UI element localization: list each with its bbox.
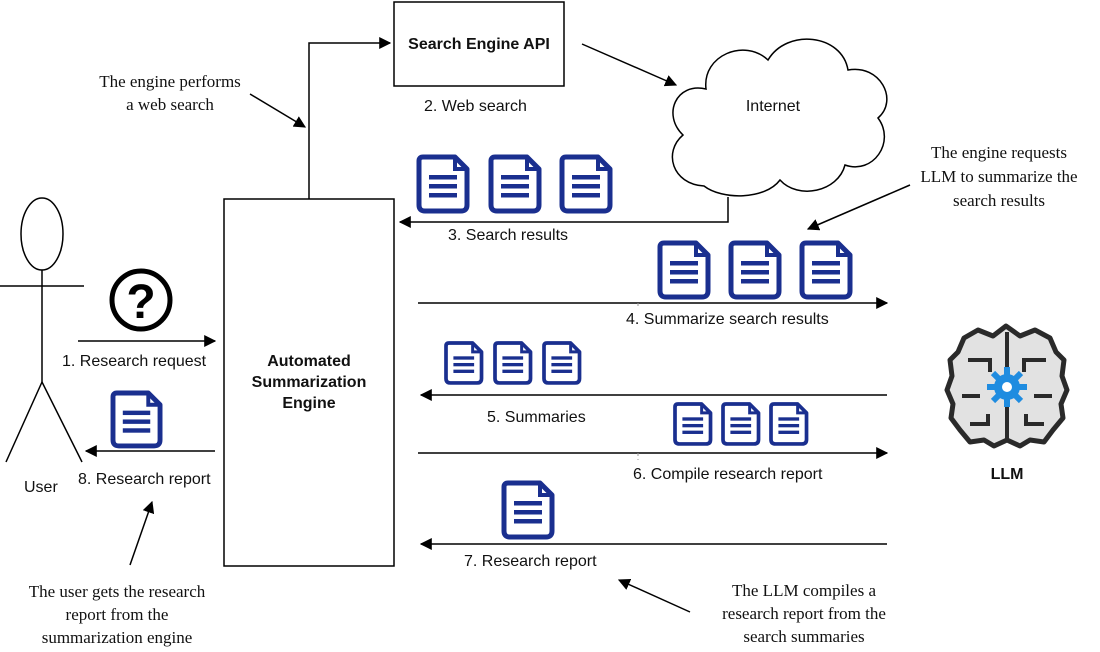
note-llm-request: The engine requests LLM to summarize the… — [920, 143, 1077, 210]
document-icon — [562, 157, 610, 211]
document-icon — [660, 243, 708, 297]
svg-text:Automated: Automated — [267, 353, 351, 370]
note-user-gets: The user gets the research report from t… — [29, 582, 206, 647]
summarization-engine-box — [223, 198, 395, 567]
llm-label: LLM — [991, 466, 1024, 483]
step-6-label: 6. Compile research report — [633, 466, 823, 483]
search-engine-api-box — [393, 1, 565, 87]
document-icon — [113, 393, 160, 446]
document-icon — [419, 157, 467, 211]
step-8-label: 8. Research report — [78, 471, 211, 488]
step-3-label: 3. Search results — [448, 227, 568, 244]
internet-label: Internet — [746, 98, 801, 115]
brain-icon — [944, 323, 1070, 449]
note-web-search: The engine performs a web search — [99, 72, 241, 114]
question-icon: ? — [109, 268, 173, 332]
svg-text:?: ? — [126, 276, 155, 329]
note-user-gets-pointer — [129, 500, 155, 566]
note-web-search-pointer — [249, 93, 307, 128]
internet-cloud-icon — [671, 38, 888, 197]
svg-text:The user gets the research: The user gets the research — [29, 582, 206, 601]
step-2-label: 2. Web search — [424, 98, 527, 115]
svg-text:The engine performs: The engine performs — [99, 72, 241, 91]
svg-text:report from the: report from the — [66, 605, 169, 624]
document-icon — [542, 341, 582, 385]
svg-text:summarization engine: summarization engine — [42, 628, 193, 647]
document-icon — [769, 402, 809, 446]
search-engine-api-label: Search Engine API — [408, 36, 550, 53]
step-4-label: 4. Summarize search results — [626, 311, 829, 328]
document-icon — [444, 341, 484, 385]
summaries-documents — [444, 341, 582, 385]
svg-text:The LLM compiles a: The LLM compiles a — [732, 581, 876, 600]
user-stick-figure-icon — [0, 197, 84, 463]
compile-documents — [673, 402, 809, 446]
summarize-documents — [660, 243, 850, 297]
document-icon — [731, 243, 779, 297]
svg-text:search results: search results — [953, 191, 1045, 210]
document-icon — [493, 341, 533, 385]
svg-text:search summaries: search summaries — [743, 627, 864, 646]
arrow-search-results — [398, 197, 729, 228]
step-1-label: 1. Research request — [62, 353, 207, 370]
svg-text:research report from the: research report from the — [722, 604, 886, 623]
document-icon — [491, 157, 539, 211]
engine-label: Automated Summarization Engine — [252, 353, 367, 412]
note-llm-compiles-pointer — [617, 578, 691, 613]
arrow-web-search-request — [308, 37, 392, 199]
svg-text:Engine: Engine — [282, 395, 335, 412]
svg-text:Summarization: Summarization — [252, 374, 367, 391]
document-icon — [802, 243, 850, 297]
svg-text:LLM to summarize the: LLM to summarize the — [920, 167, 1077, 186]
arrow-api-to-internet — [581, 43, 678, 87]
step-7-label: 7. Research report — [464, 553, 597, 570]
note-llm-request-pointer — [806, 184, 911, 231]
note-llm-compiles: The LLM compiles a research report from … — [722, 581, 886, 646]
document-icon — [504, 483, 552, 537]
document-icon — [721, 402, 761, 446]
step-5-label: 5. Summaries — [487, 409, 586, 426]
svg-text:The engine requests: The engine requests — [931, 143, 1067, 162]
gear-icon — [987, 367, 1027, 407]
search-results-documents — [419, 157, 610, 211]
svg-text:a web search: a web search — [126, 95, 214, 114]
user-label: User — [24, 479, 58, 496]
document-icon — [673, 402, 713, 446]
